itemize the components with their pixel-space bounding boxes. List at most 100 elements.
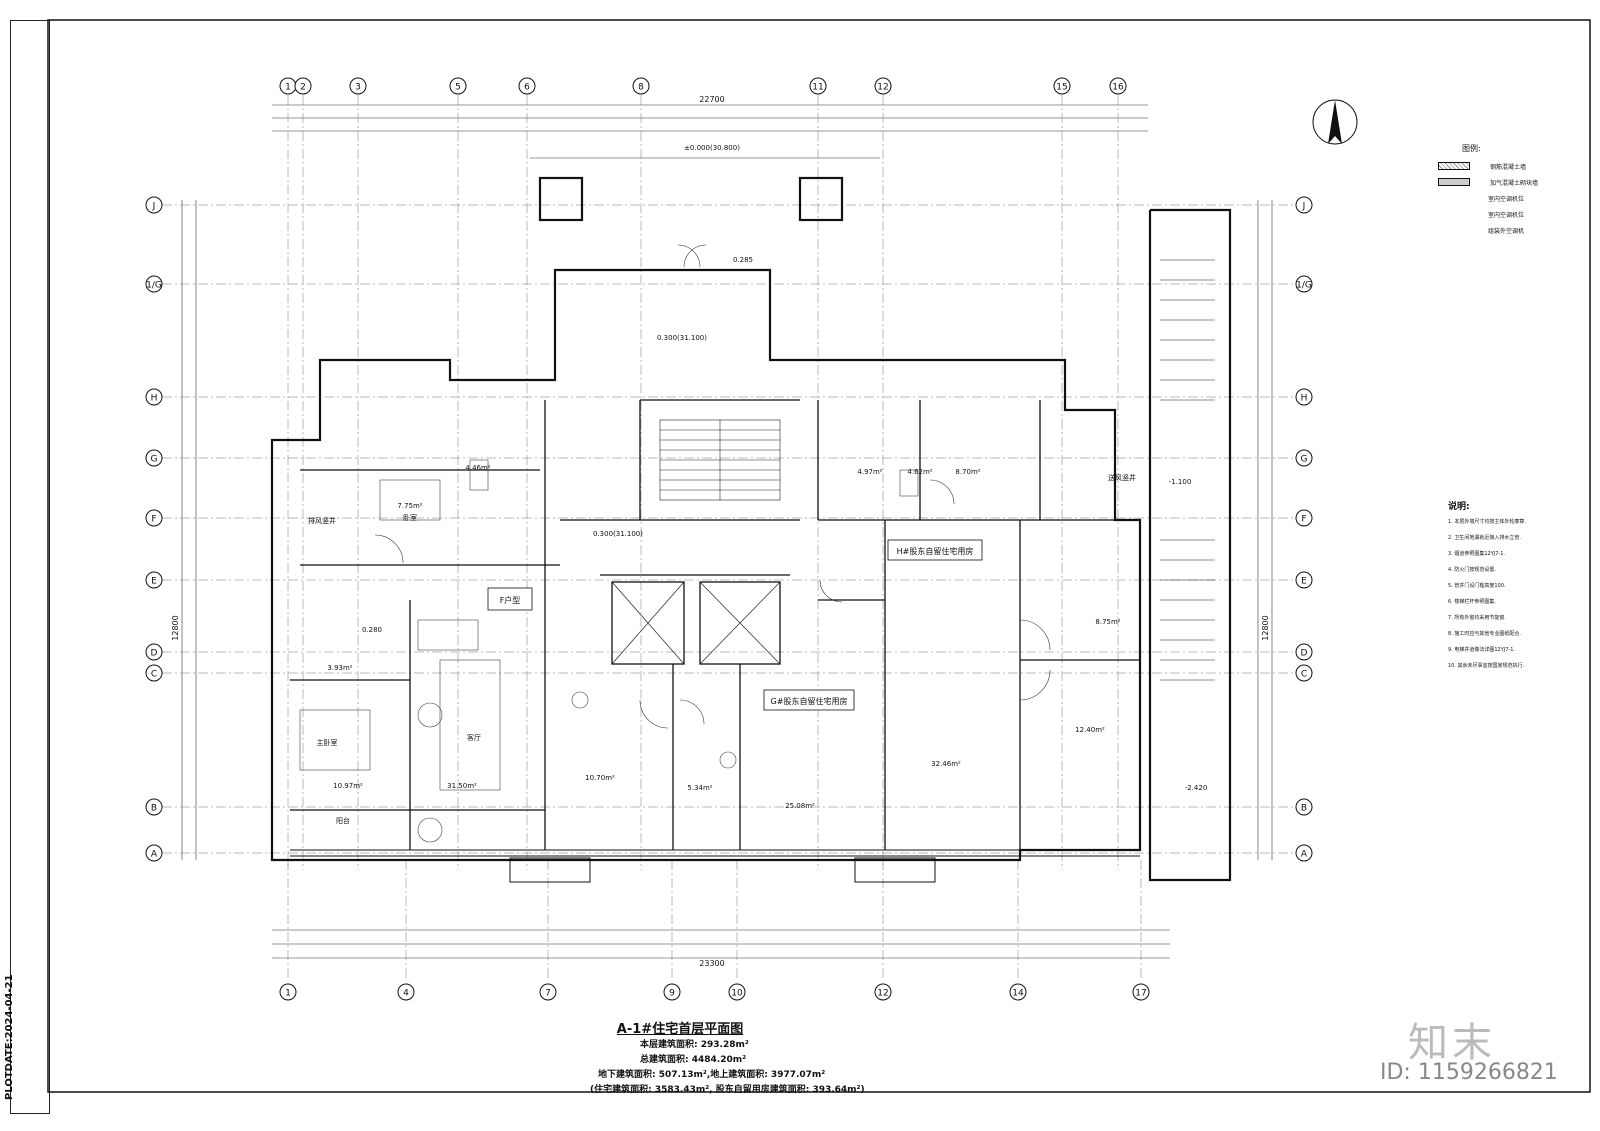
notes-head: 说明: — [1448, 502, 1470, 512]
fixtures — [299, 459, 919, 843]
svg-text:E: E — [151, 577, 157, 587]
area-label: 7.75m² — [397, 502, 422, 510]
axis-bubble-bottom: 12 — [874, 983, 892, 1001]
svg-text:14: 14 — [1012, 989, 1024, 999]
svg-text:J: J — [152, 202, 156, 212]
axis-bubble-top: 15 — [1053, 77, 1071, 95]
area-label: 10.97m² — [333, 782, 363, 790]
design-notes: 说明: 1. 本层外墙尺寸均按主体外轮廓算. 2. 卫生间地漏就近接入排水立管.… — [1448, 500, 1588, 674]
area-label: 32.46m² — [931, 760, 961, 768]
elevation-mark: -1.100 — [1169, 478, 1192, 486]
svg-text:J: J — [1302, 202, 1306, 212]
svg-text:G: G — [151, 455, 158, 465]
floor-area: 本层建筑面积: 293.28m² — [640, 1040, 749, 1050]
legend-item: 钢筋混凝土墙 — [1438, 158, 1588, 174]
axis-bubble-bottom: 10 — [728, 983, 746, 1001]
svg-text:9: 9 — [669, 989, 675, 999]
overall-top-dim: 22700 — [699, 95, 724, 104]
bottom-balconies — [290, 849, 1140, 883]
axis-bubble-left: J — [145, 196, 163, 214]
exterior-walls — [270, 176, 1232, 882]
axis-bubble-left: C — [145, 664, 163, 682]
axis-bubble-top: 16 — [1109, 77, 1127, 95]
area-label: 4.46m² — [465, 464, 490, 472]
axis-bubble-top: 5 — [449, 77, 467, 95]
underground-above-area: 地下建筑面积: 507.13m²,地上建筑面积: 3977.07m² — [598, 1070, 826, 1080]
elevation-mark: ±0.000(30.800) — [684, 144, 740, 152]
grid-axis-lines — [162, 95, 1296, 980]
svg-text:D: D — [151, 649, 158, 659]
room-name: 卧室 — [403, 513, 417, 522]
axis-bubble-left: 1/G — [145, 275, 163, 293]
svg-text:1/G: 1/G — [1296, 281, 1312, 291]
svg-text:E: E — [1301, 577, 1307, 587]
room-name: 排风竖井 — [308, 516, 336, 525]
svg-text:10: 10 — [731, 989, 743, 999]
svg-text:1: 1 — [285, 989, 291, 999]
axis-bubble-left: B — [145, 798, 163, 816]
area-label: 12.40m² — [1075, 726, 1105, 734]
svg-text:1/G: 1/G — [146, 281, 162, 291]
svg-text:16: 16 — [1112, 83, 1124, 93]
note-line: 4. 防火门按规范设置. — [1448, 567, 1496, 573]
axis-bubble-bottom: 9 — [663, 983, 681, 1001]
note-line: 2. 卫生间地漏就近接入排水立管. — [1448, 535, 1521, 541]
legend-item: 室内空调机位 — [1488, 211, 1525, 219]
room-name: 客厅 — [467, 733, 481, 742]
area-label: 3.93m² — [327, 664, 352, 672]
elevation-mark: 0.300(31.100) — [593, 530, 643, 538]
axis-bubble-left: G — [145, 449, 163, 467]
axis-bubble-right: A — [1295, 844, 1313, 862]
elevation-mark: 0.300(31.100) — [657, 334, 707, 342]
elevator-shafts — [611, 581, 781, 665]
north-arrow-icon — [1312, 99, 1358, 145]
note-line: 6. 楼梯栏杆参照图集. — [1448, 599, 1496, 605]
svg-text:6: 6 — [524, 83, 530, 93]
axis-bubble-left: H — [145, 388, 163, 406]
axis-bubble-left: D — [145, 643, 163, 661]
axis-bubble-top: 1 — [279, 77, 297, 95]
axis-bubble-right: G — [1295, 449, 1313, 467]
axis-bubble-left: F — [145, 509, 163, 527]
svg-text:C: C — [1301, 670, 1307, 680]
svg-text:2: 2 — [300, 83, 306, 93]
legend-item: 加气混凝土砌块墙 — [1438, 174, 1588, 190]
legend-item: 组装外空调机 — [1488, 227, 1525, 235]
note-line: 3. 烟道参照图集12YJ7-1. — [1448, 551, 1506, 557]
axis-bubble-right: H — [1295, 388, 1313, 406]
axis-bubble-right: J — [1295, 196, 1313, 214]
door-swings — [374, 244, 1051, 729]
room-name: 阳台 — [336, 816, 350, 825]
svg-text:3: 3 — [355, 83, 361, 93]
note-line: 7. 所有外窗均采用节能窗. — [1448, 615, 1506, 621]
axis-bubble-top: 11 — [809, 77, 827, 95]
svg-text:C: C — [151, 670, 157, 680]
axis-bubble-left: A — [145, 844, 163, 862]
area-label: 4.97m² — [857, 468, 882, 476]
svg-text:17: 17 — [1135, 989, 1146, 999]
note-line: 5. 管井门设门槛高度100. — [1448, 583, 1506, 589]
svg-text:11: 11 — [812, 83, 823, 93]
area-label: 4.62m² — [907, 468, 932, 476]
room-name-frames — [487, 539, 983, 711]
axis-bubble-right: C — [1295, 664, 1313, 682]
svg-text:H: H — [151, 394, 158, 404]
svg-text:8: 8 — [638, 83, 644, 93]
axis-bubble-bottom: 14 — [1009, 983, 1027, 1001]
svg-text:B: B — [1301, 804, 1307, 814]
axis-bubble-bottom: 1 — [279, 983, 297, 1001]
svg-text:7: 7 — [545, 989, 551, 999]
axis-bubble-top: 12 — [874, 77, 892, 95]
legend-list: 钢筋混凝土墙 加气混凝土砌块墙 室内空调机位 室内空调机位 组装外空调机 — [1438, 158, 1588, 238]
svg-text:A: A — [1301, 850, 1308, 860]
elevation-mark: 0.285 — [733, 256, 753, 264]
axis-bubble-left: E — [145, 571, 163, 589]
svg-text:H: H — [1301, 394, 1308, 404]
legend-item: 室内空调机位 — [1488, 195, 1525, 203]
svg-text:A: A — [151, 850, 158, 860]
area-label: 25.08m² — [785, 802, 815, 810]
